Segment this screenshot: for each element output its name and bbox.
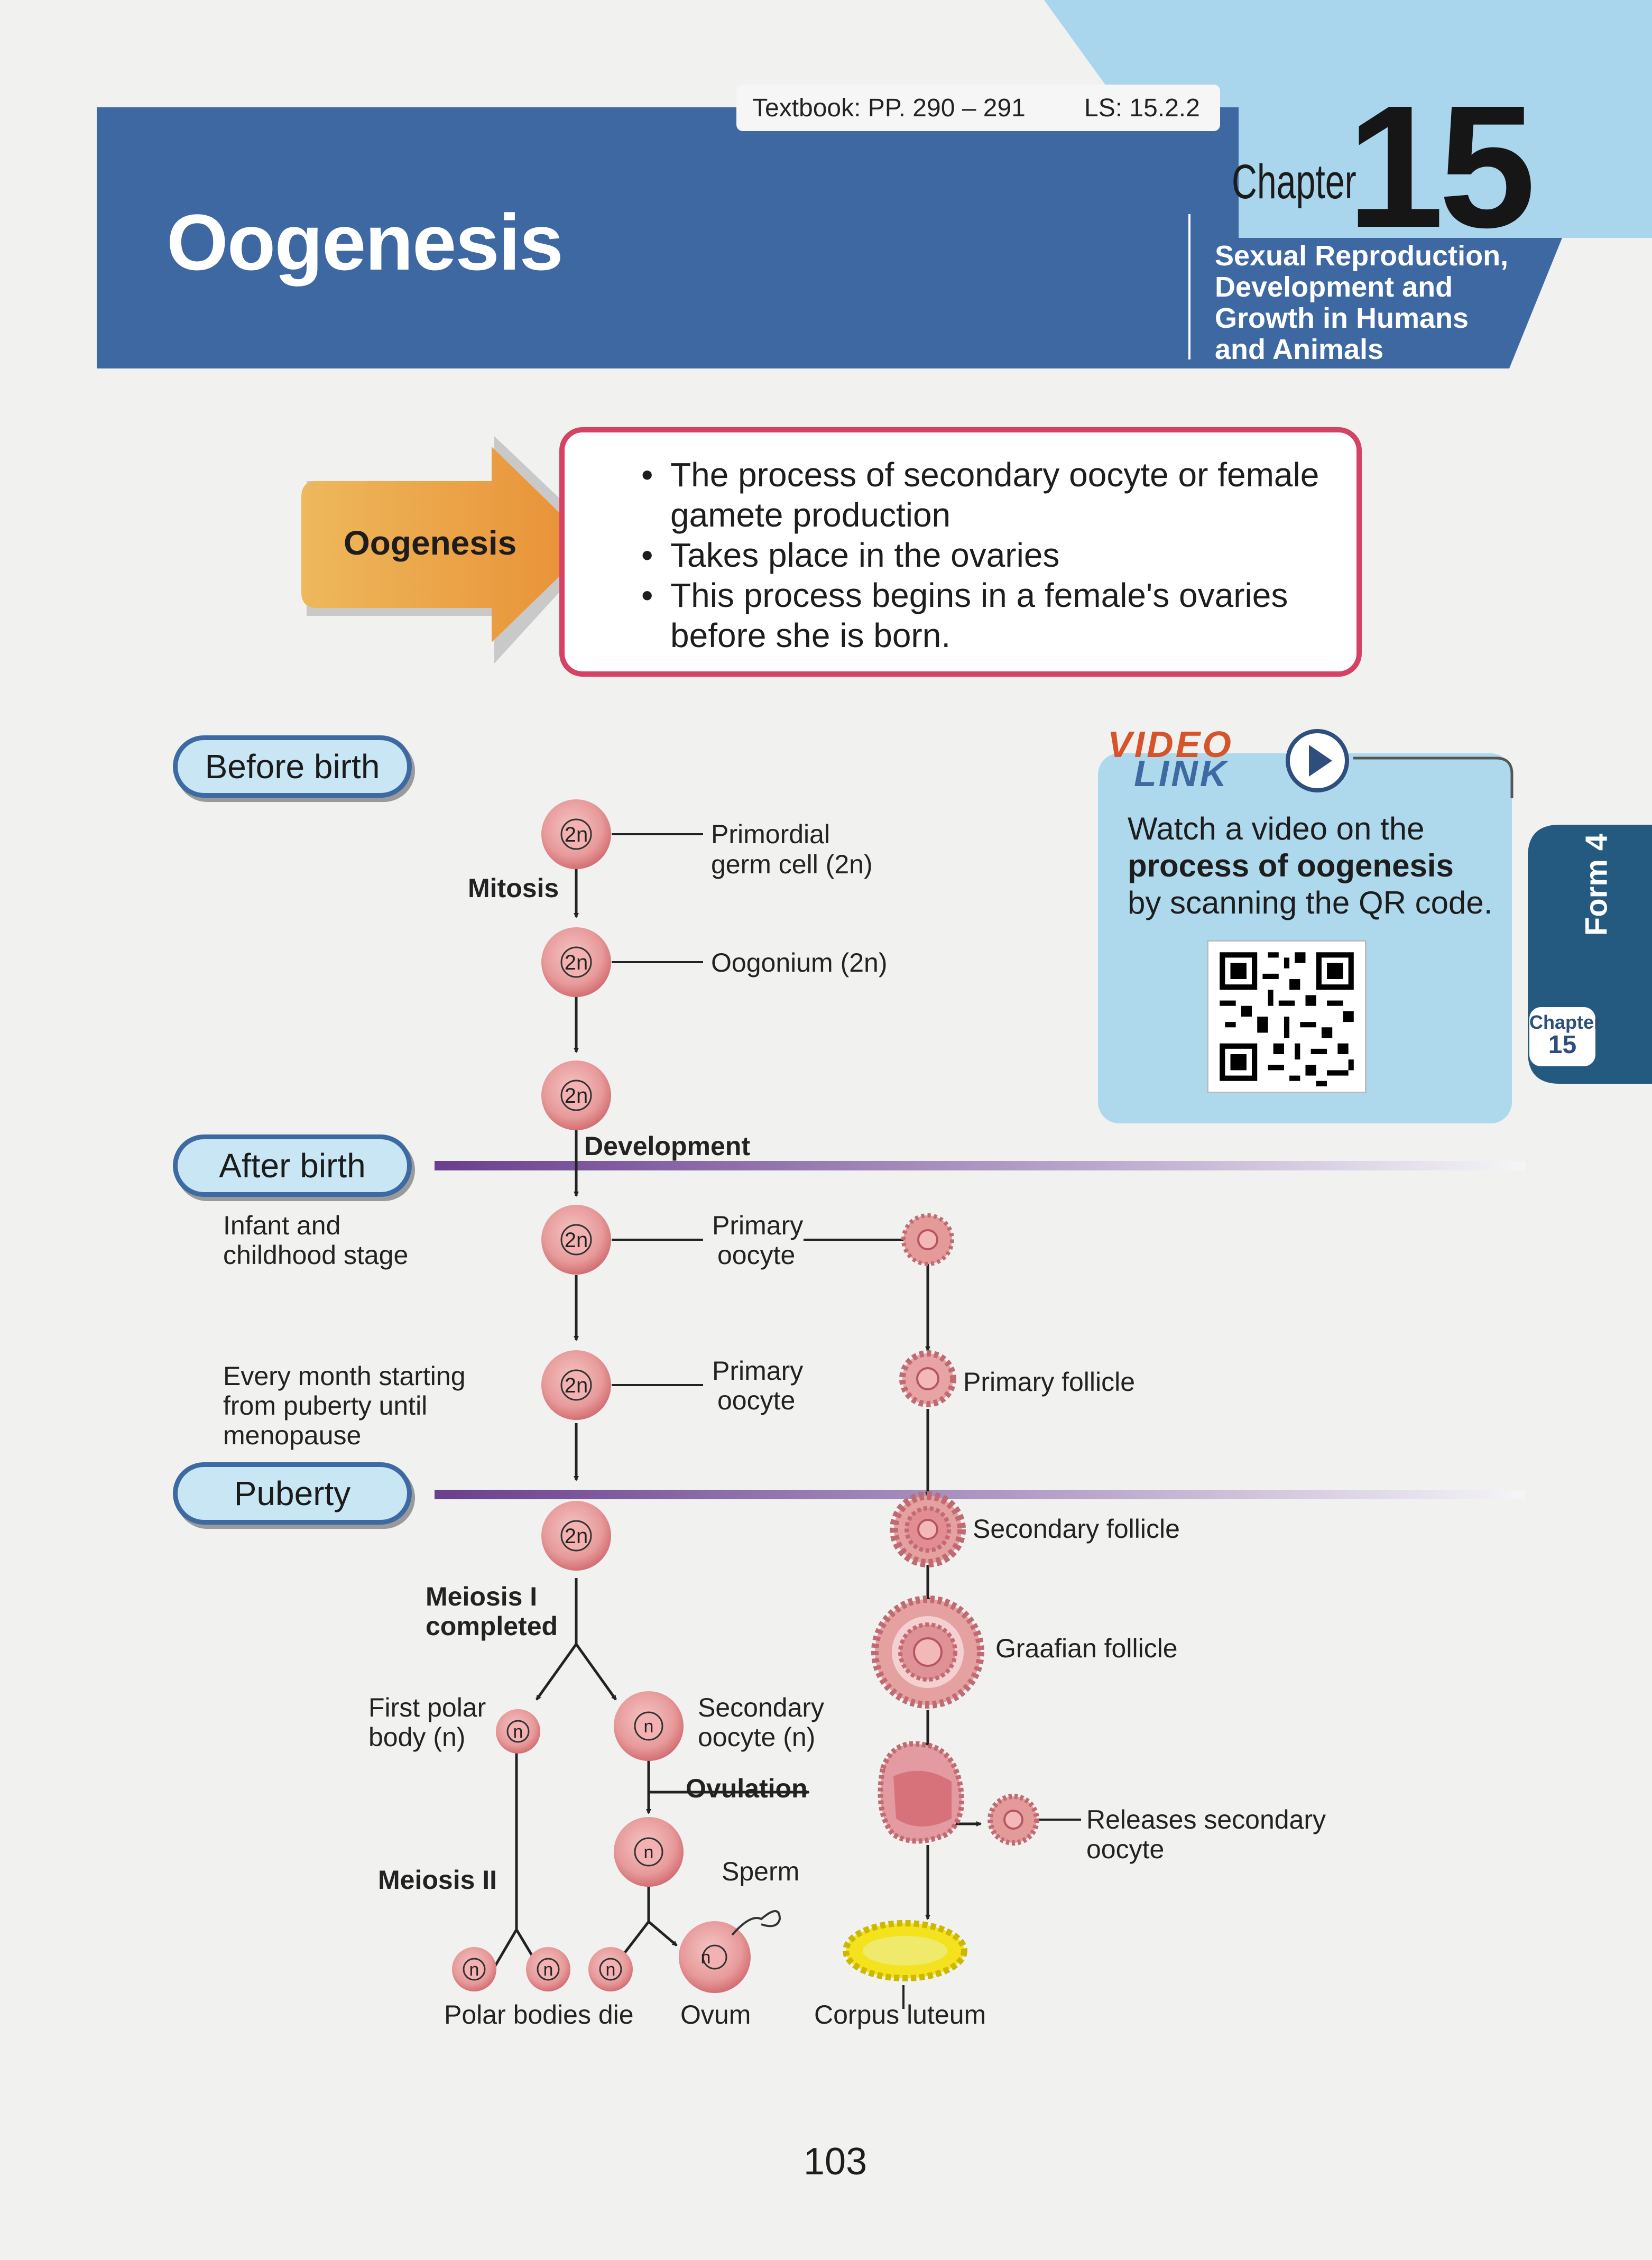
chapter-subtitle: Sexual Reproduction, Development and Gro… [1215, 241, 1553, 365]
stage-puberty: Puberty [173, 1462, 412, 1525]
video-text-bold: process of oogenesis [1128, 848, 1454, 883]
cell-label-n: n [701, 1948, 711, 1968]
label-ovum: Ovum [680, 2000, 751, 2030]
label-every-month: menopause [223, 1420, 362, 1450]
label-corpus-luteum: Corpus luteum [814, 2000, 986, 2030]
chapter-subtitle-line: and Animals [1215, 334, 1384, 365]
label-secondary-oocyte: oocyte (n) [698, 1722, 816, 1752]
cell-label-2n: 2n [565, 823, 588, 846]
label-graafian: Graafian follicle [995, 1634, 1178, 1663]
stage-before-birth: Before birth [173, 735, 412, 798]
chapter-subtitle-line: Sexual Reproduction, [1215, 240, 1509, 272]
label-development: Development [584, 1131, 750, 1161]
label-infant: childhood stage [223, 1240, 409, 1270]
label-primary-oocyte: Primary [712, 1356, 804, 1386]
cell-label-2n: 2n [565, 951, 588, 974]
definition-bullet: Takes place in the ovaries [641, 535, 1350, 575]
video-word: VIDEO [1108, 724, 1233, 765]
definition-bullet: The process of secondary oocyte or femal… [641, 455, 1350, 535]
video-text-line: Watch a video on the [1128, 811, 1425, 846]
cell-label-n: n [606, 1960, 616, 1980]
chapter-subtitle-line: Development and [1215, 271, 1453, 303]
textbook-reference: Textbook: PP. 290 – 291 LS: 15.2.2 [736, 85, 1220, 131]
video-description: Watch a video on the process of oogenesi… [1128, 810, 1492, 921]
label-first-polar: body (n) [368, 1722, 466, 1752]
chapter-number: 15 [1347, 69, 1536, 264]
label-secondary-oocyte: Secondary [698, 1693, 825, 1722]
label-first-polar: First polar [368, 1693, 486, 1722]
page-number: 103 [804, 2141, 867, 2183]
label-every-month: from puberty until [223, 1391, 428, 1420]
ls-reference: LS: 15.2.2 [1084, 94, 1200, 122]
label-releases: oocyte [1086, 1834, 1165, 1864]
cell-label-2n: 2n [565, 1084, 588, 1108]
label-meiosis-1: Meiosis I [426, 1582, 538, 1611]
title-banner [97, 107, 1239, 368]
label-ovulation: Ovulation [686, 1774, 808, 1803]
cell-label-n: n [644, 1842, 654, 1862]
label-mitosis: Mitosis [468, 873, 559, 903]
play-icon[interactable] [1284, 727, 1351, 795]
cell-label-n: n [543, 1960, 553, 1980]
label-sperm: Sperm [722, 1857, 800, 1886]
follicles [843, 1213, 1039, 1981]
chapter-subtitle-line: Growth in Humans [1215, 302, 1469, 334]
chapter-label: Chapter [1232, 155, 1356, 209]
label-primary-oocyte: oocyte [717, 1240, 796, 1270]
label-releases: Releases secondary [1086, 1805, 1326, 1834]
cell-label-2n: 2n [565, 1229, 588, 1252]
definition-bullet: This process begins in a female's ovarie… [641, 575, 1350, 656]
oogenesis-diagram: 2n 2n 2n 2n 2n 2n n n n n n n n [435, 799, 1525, 2009]
stage-after-birth: After birth [173, 1134, 412, 1197]
cell-label-2n: 2n [565, 1525, 588, 1548]
video-link-connector [1353, 757, 1513, 798]
timeline-after-birth [435, 1161, 1525, 1170]
cell-label-2n: 2n [565, 1374, 588, 1397]
video-text-line: by scanning the QR code. [1128, 885, 1493, 920]
side-chapter-word: Chapter [1529, 1011, 1602, 1033]
label-every-month: Every month starting [223, 1361, 466, 1391]
label-meiosis-1: completed [426, 1611, 558, 1641]
side-chapter-badge: Chapter 15 [1529, 1007, 1602, 1066]
label-oogonium: Oogonium (2n) [711, 948, 888, 977]
cell-label-n: n [644, 1717, 654, 1737]
diploid-cells [541, 799, 611, 1571]
side-chapter-number: 15 [1548, 1031, 1577, 1059]
banner-overlay [1152, 107, 1239, 368]
textbook-pages: Textbook: PP. 290 – 291 [752, 94, 1026, 122]
label-primary-follicle: Primary follicle [963, 1367, 1136, 1397]
timeline-puberty [435, 1490, 1525, 1499]
label-primary-oocyte: Primary [712, 1211, 804, 1240]
definition-box: The process of secondary oocyte or femal… [559, 427, 1362, 677]
label-infant: Infant and [223, 1211, 341, 1240]
oogenesis-arrow [301, 436, 605, 663]
label-primordial: germ cell (2n) [711, 850, 873, 879]
cell-label-n: n [513, 1722, 523, 1742]
label-polar-die: Polar bodies die [444, 2000, 634, 2030]
label-secondary-follicle: Secondary follicle [973, 1514, 1180, 1544]
page-title: Oogenesis [167, 198, 564, 287]
label-primary-oocyte: oocyte [717, 1386, 796, 1415]
qr-code-icon [1220, 952, 1354, 1086]
cell-label-n: n [469, 1960, 479, 1980]
label-primordial: Primordial [711, 819, 830, 849]
arrow-label: Oogenesis [344, 524, 517, 562]
qr-code[interactable] [1207, 940, 1367, 1093]
label-meiosis-2: Meiosis II [378, 1865, 497, 1895]
link-word: LINK [1134, 753, 1229, 794]
